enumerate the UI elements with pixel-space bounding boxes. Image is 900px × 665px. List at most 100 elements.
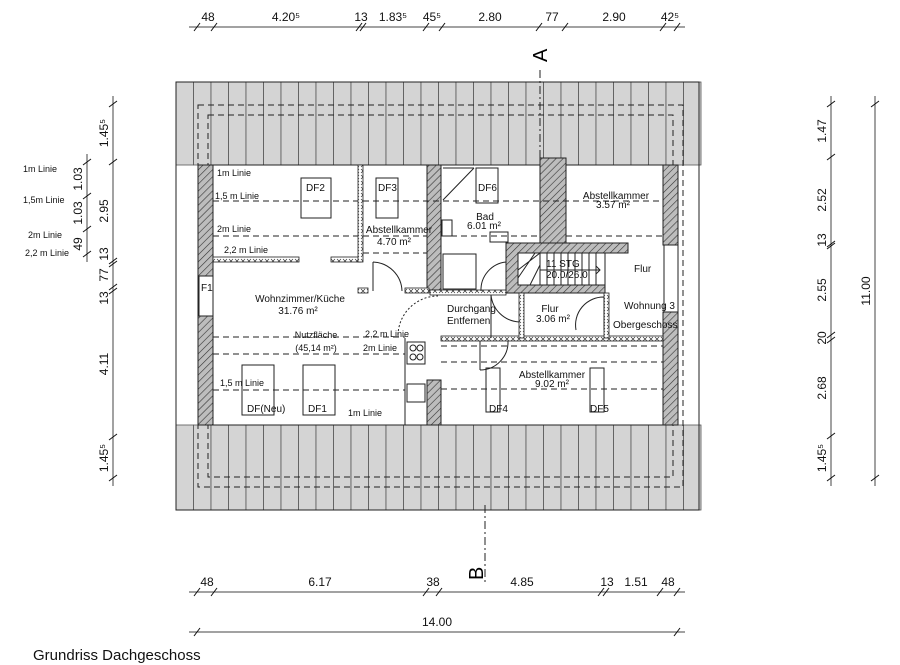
roof-tile <box>455 424 474 511</box>
roof-tile <box>665 81 684 166</box>
room-name: Abstellkammer <box>519 370 586 381</box>
roof-tile <box>315 81 334 166</box>
height-lines <box>213 200 663 391</box>
dimension-label: 2.80 <box>478 10 502 24</box>
roof-tiles-top <box>175 81 702 166</box>
dimension-label: 1.51 <box>624 575 648 589</box>
section-mark-a: A <box>530 48 552 62</box>
burner-icon <box>409 353 417 361</box>
partition-8 <box>518 292 525 339</box>
roof-tile <box>420 424 439 511</box>
roof-tile <box>175 81 194 166</box>
roof-tile <box>438 81 457 166</box>
door-flur[interactable] <box>575 296 605 331</box>
dimension-tick <box>870 100 880 108</box>
roof-tile <box>298 424 317 511</box>
dimension-label: 38 <box>426 575 440 589</box>
line-label: 2,2 m Linie <box>365 329 409 339</box>
line-label: 1,5 m Linie <box>215 191 259 201</box>
window-label: DF2 <box>306 183 325 194</box>
dimension-label: 49 <box>71 237 85 251</box>
roof-tile <box>263 424 282 511</box>
dimension-tick <box>826 242 836 250</box>
roof-tile <box>210 81 229 166</box>
toilet-icon <box>489 231 509 243</box>
window-label: DF3 <box>378 183 397 194</box>
dimension-label: 1.83⁵ <box>379 10 407 24</box>
dimension-label: 13 <box>97 247 111 261</box>
roof-tile <box>648 81 667 166</box>
durchgang-label: Durchgang <box>447 304 496 315</box>
window-right <box>663 244 679 313</box>
wall-right <box>662 164 679 246</box>
dimension-tick <box>826 331 836 339</box>
roof-tile <box>245 424 264 511</box>
room-name: Abstellkammer <box>366 225 433 236</box>
dimension-tick <box>438 22 446 32</box>
stair-label: 20.0/26.0 <box>546 270 588 281</box>
room-name: Nutzfläche <box>295 330 338 340</box>
durchgang-label: Entfernen <box>447 316 490 327</box>
room-name: Flur <box>634 264 652 275</box>
burner-icon <box>416 353 424 361</box>
partition-7 <box>429 289 507 296</box>
dimension-tick <box>422 22 430 32</box>
window-label: DF(Neu) <box>247 404 285 415</box>
dimension-label: 77 <box>545 10 559 24</box>
roof-tile <box>245 81 264 166</box>
door-abstell3[interactable] <box>479 340 509 371</box>
dimension-tick <box>193 22 201 32</box>
roof-tile <box>350 424 369 511</box>
dimension-tick <box>826 474 836 482</box>
dimension-label: 1.03 <box>71 201 85 225</box>
roof-tile <box>595 81 614 166</box>
dimension-tick <box>659 22 667 32</box>
room-name: Flur <box>541 304 559 315</box>
dimension-label: 48 <box>200 575 214 589</box>
roof-tile <box>613 424 632 511</box>
dimension-tick <box>193 587 201 597</box>
partition-9 <box>603 292 610 339</box>
dimension-label: 2.55 <box>815 278 829 302</box>
line-label: 2m Linie <box>363 343 397 353</box>
line-label: 2m Linie <box>217 224 251 234</box>
dimension-tick <box>82 192 92 200</box>
roof-tile <box>473 424 492 511</box>
roof-tile <box>455 81 474 166</box>
staircase[interactable] <box>517 252 606 286</box>
roof-tile <box>630 424 649 511</box>
door-durchgang[interactable] <box>490 294 520 338</box>
height-line-label: 2,2 m Linie <box>25 248 69 258</box>
room-name: Abstellkammer <box>583 191 650 202</box>
roof-tile <box>595 424 614 511</box>
roof-tile <box>280 424 299 511</box>
window-label: DF4 <box>489 404 508 415</box>
roof-tile <box>315 424 334 511</box>
dimension-tick <box>673 22 681 32</box>
room-area: (45,14 m²) <box>295 343 337 353</box>
burner-icon <box>416 344 424 352</box>
roof-tile <box>473 81 492 166</box>
door-bad[interactable] <box>480 261 507 292</box>
roof-tile <box>420 81 439 166</box>
partition-5 <box>404 287 430 294</box>
dimension-tick <box>108 260 118 268</box>
dimension-tick <box>826 240 836 248</box>
apartment-label: Wohnung 3 <box>624 301 675 312</box>
dimension-tick <box>108 257 118 265</box>
cabinet-icon <box>442 253 477 290</box>
window-label: DF6 <box>478 183 497 194</box>
dimension-tick <box>826 153 836 161</box>
roof-tile <box>210 424 229 511</box>
roof-tile <box>298 81 317 166</box>
room-name: Bad <box>476 212 494 223</box>
door-abstell1[interactable] <box>372 261 403 292</box>
dimension-tick <box>359 22 367 32</box>
roof-tile <box>175 424 194 511</box>
dimension-label: 1.45⁵ <box>815 444 829 472</box>
roof-tile <box>403 424 422 511</box>
dimension-tick <box>108 287 118 295</box>
roof-tile <box>578 81 597 166</box>
dimension-tick <box>673 627 681 637</box>
dimension-tick <box>561 22 569 32</box>
